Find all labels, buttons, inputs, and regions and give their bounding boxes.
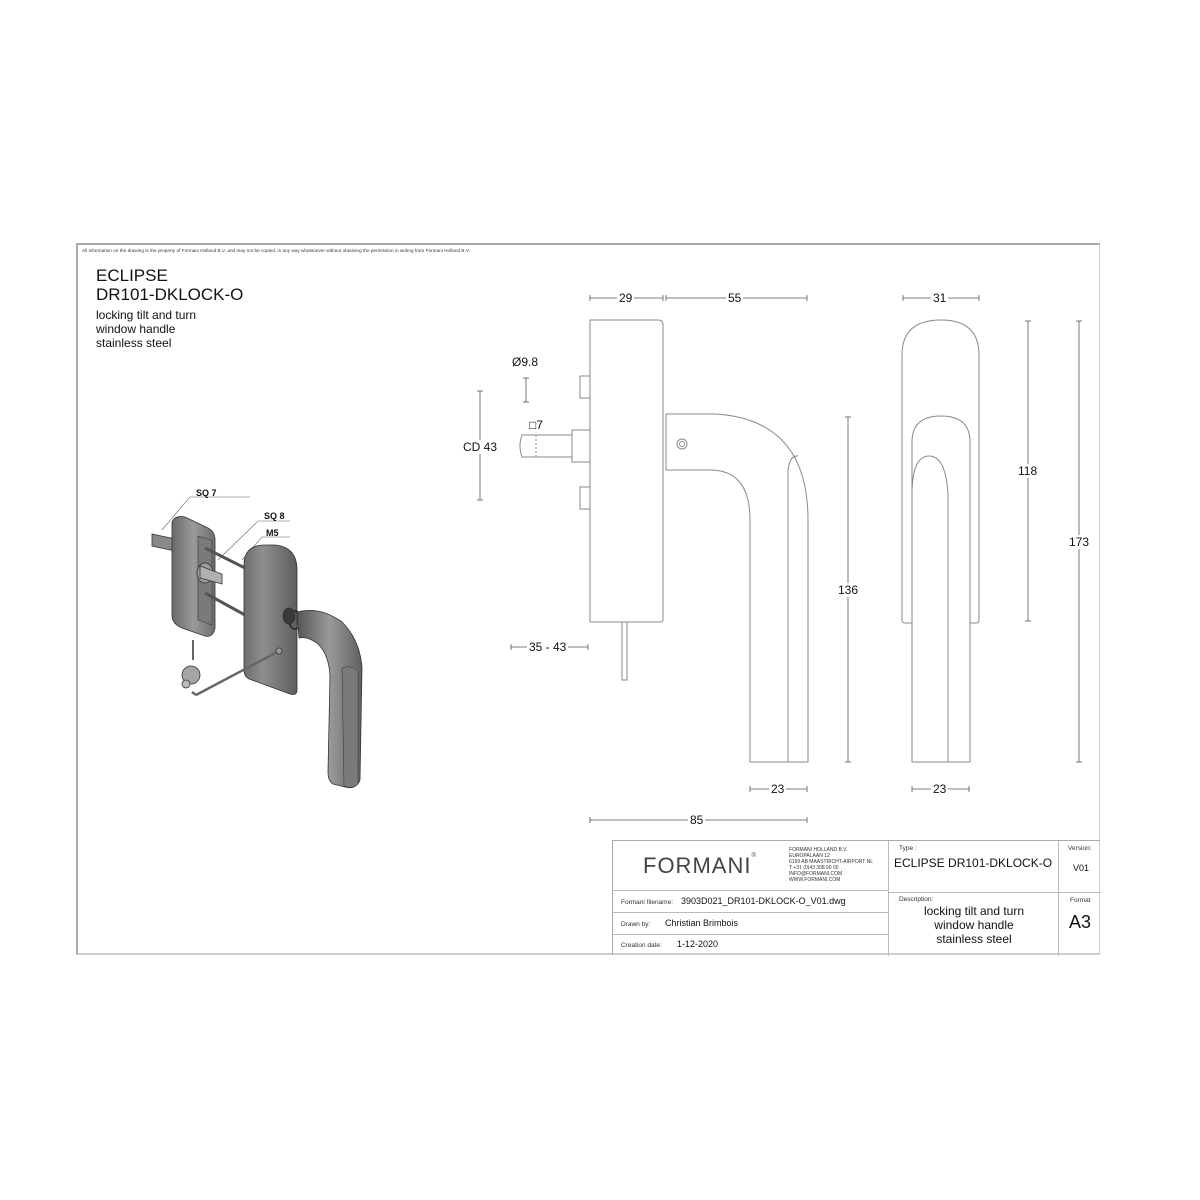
filename-value: 3903D021_DR101-DKLOCK-O_V01.dwg bbox=[681, 896, 846, 906]
company-address: FORMANI HOLLAND B.V. EUROPALAAN 12 6199 … bbox=[789, 847, 874, 883]
side-view-dimension-lines bbox=[477, 295, 851, 823]
dim-rose-width: 31 bbox=[931, 291, 949, 305]
callout-sq8: SQ 8 bbox=[264, 511, 285, 521]
leader-sq8 bbox=[217, 520, 290, 561]
filename-row: Formani filename: 3903D021_DR101-DKLOCK-… bbox=[613, 891, 889, 913]
front-view-dimension-lines bbox=[902, 295, 1082, 792]
copyright-disclaimer: All information on the drawing is the pr… bbox=[82, 248, 470, 253]
type-cell: Type : ECLIPSE DR101-DKLOCK-O bbox=[889, 841, 1059, 893]
dim-handle-height: 136 bbox=[836, 583, 861, 597]
dim-rose-depth: 29 bbox=[617, 291, 635, 305]
drawing-sheet-border bbox=[76, 243, 1100, 955]
product-code: DR101-DKLOCK-O bbox=[96, 285, 244, 304]
format-value: A3 bbox=[1069, 912, 1092, 932]
dim-rose-height: 118 bbox=[1016, 464, 1040, 478]
front-view bbox=[901, 319, 980, 763]
version-value: V01 bbox=[1073, 863, 1090, 873]
product-title-block: ECLIPSE DR101-DKLOCK-O locking tilt and … bbox=[96, 266, 243, 350]
dim-handle-projection: 55 bbox=[726, 291, 744, 305]
dim-screw-length: 35 - 43 bbox=[527, 640, 569, 654]
drawn-by-value: Christian Brimbois bbox=[665, 918, 739, 928]
leader-sq7 bbox=[161, 496, 250, 531]
dim-grip-width-front: 23 bbox=[931, 782, 949, 796]
callout-sq7: SQ 7 bbox=[196, 488, 217, 498]
dim-spindle-diameter: Ø9.8 bbox=[510, 355, 541, 369]
description-value: locking tilt and turn window handle stai… bbox=[923, 904, 1025, 946]
creation-date-row: Creation date: 1-12-2020 bbox=[613, 935, 889, 956]
dim-center-distance: CD 43 bbox=[461, 440, 500, 454]
product-series: ECLIPSE bbox=[96, 266, 168, 285]
callout-m5: M5 bbox=[266, 528, 279, 538]
drawn-by-row: Drawn by: Christian Brimbois bbox=[613, 913, 889, 935]
description-cell: Description: locking tilt and turn windo… bbox=[889, 893, 1059, 956]
product-description: locking tilt and turn window handle stai… bbox=[96, 308, 197, 350]
dim-spindle-square: □7 bbox=[527, 418, 545, 432]
dim-grip-width-side: 23 bbox=[769, 782, 787, 796]
title-block-table: FORMANI® FORMANI HOLLAND B.V. EUROPALAAN… bbox=[612, 840, 1101, 956]
isometric-view bbox=[151, 496, 363, 789]
type-value: ECLIPSE DR101-DKLOCK-O bbox=[894, 856, 1053, 870]
dim-total-height: 173 bbox=[1067, 535, 1092, 549]
format-cell: Format A3 bbox=[1069, 897, 1092, 932]
creation-date-value: 1-12-2020 bbox=[677, 939, 719, 949]
formani-logo: FORMANI® bbox=[643, 853, 757, 878]
version-cell: Version: V01 bbox=[1059, 841, 1101, 893]
side-view bbox=[519, 319, 809, 763]
dim-total-depth: 85 bbox=[688, 813, 706, 827]
logo-cell: FORMANI® FORMANI HOLLAND B.V. EUROPALAAN… bbox=[613, 841, 889, 891]
